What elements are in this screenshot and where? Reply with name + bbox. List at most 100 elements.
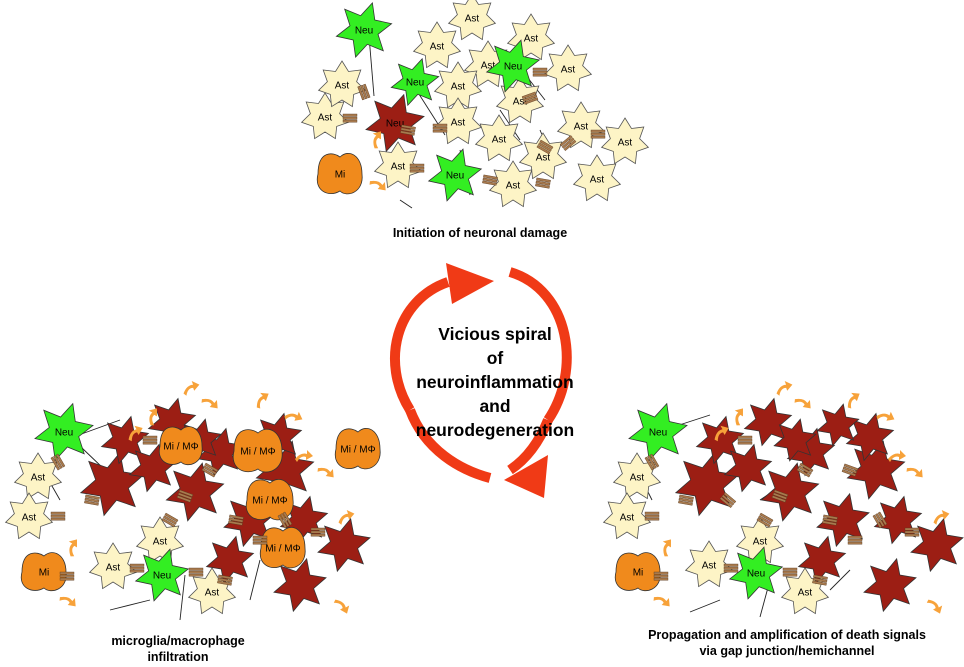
release-arrow-icon [148, 408, 157, 426]
damaged-neuron-icon [723, 443, 773, 493]
release-arrow-icon [906, 467, 923, 478]
microglia-icon [334, 428, 381, 470]
microglia-icon [316, 153, 363, 195]
gap-junction-icon [59, 571, 75, 581]
release-arrow-icon [338, 509, 355, 525]
release-arrow-icon [369, 180, 386, 191]
damaged-neuron-icon [816, 492, 870, 548]
damaged-neuron-icon [816, 403, 860, 447]
process-line [829, 569, 851, 591]
astrocyte-icon [433, 97, 483, 145]
astrocyte-label: Ast [630, 473, 645, 484]
gap-junction-icon [782, 567, 798, 577]
astrocyte-icon [602, 492, 652, 540]
astrocyte-label: Ast [31, 473, 46, 484]
astrocyte-icon [684, 540, 734, 588]
gap-junction-icon [771, 489, 789, 503]
neuron-icon [134, 548, 190, 602]
gap-junction-icon [644, 511, 660, 521]
center-line-5: neurodegeneration [416, 420, 575, 440]
damaged-neuron-icon [743, 397, 793, 447]
release-arrow-icon [256, 392, 269, 409]
microglia-label: Mi [335, 170, 346, 181]
damaged-neuron-icon [910, 517, 964, 573]
release-arrow-icon [295, 450, 313, 462]
process-line [399, 199, 413, 209]
gap-junction-icon [841, 463, 859, 477]
cycle-arrow-bottom [508, 267, 572, 423]
neuron-label: Neu [406, 78, 424, 89]
gap-junction-icon [228, 514, 244, 526]
center-line-2: of [487, 348, 504, 368]
neuron-label: Neu [153, 571, 171, 582]
gap-junction-icon [678, 494, 694, 506]
astrocyte-label: Ast [798, 588, 813, 599]
cycle-arrowhead-bottom [504, 455, 548, 498]
process-line [249, 559, 261, 601]
astrocyte-icon [572, 154, 622, 202]
gap-junction-icon [653, 571, 669, 581]
microglia-macrophage-label: Mi / MΦ [252, 496, 287, 507]
gap-junction-icon [357, 83, 371, 101]
astrocyte-label: Ast [430, 42, 445, 53]
cycle-arrow-left-tail [405, 408, 492, 483]
astrocyte-label: Ast [561, 65, 576, 76]
cycle-arrow-icon [390, 263, 572, 498]
astrocyte-icon [4, 492, 54, 540]
caption-right-line-2: via gap junction/hemichannel [699, 644, 874, 658]
release-arrow-icon [794, 398, 811, 409]
release-arrow-icon [183, 380, 200, 396]
astrocyte-icon [506, 13, 556, 61]
cycle-arrow-right-tail [507, 418, 553, 475]
gap-junction-icon [50, 453, 66, 471]
astrocyte-label: Ast [22, 513, 37, 524]
astrocyte-icon [556, 101, 606, 149]
center-line-3: neuroinflammation [416, 372, 574, 392]
release-arrow-icon [876, 411, 895, 421]
gap-junction-icon [796, 462, 814, 478]
microglia-macrophage-label: Mi / MΦ [240, 447, 275, 458]
microglia-icon [158, 426, 203, 466]
astrocyte-label: Ast [492, 135, 507, 146]
gap-junction-icon [590, 129, 606, 139]
gap-junction-icon [142, 435, 158, 445]
gap-junction-icon [532, 67, 548, 77]
microglia-label: Mi [39, 568, 50, 579]
neuron-icon [485, 39, 541, 93]
gap-junction-icon [129, 563, 145, 573]
gap-junction-icon [161, 512, 179, 528]
gap-junction-icon [217, 574, 233, 586]
astrocyte-label: Ast [620, 513, 635, 524]
release-arrow-icon [372, 131, 381, 149]
release-arrow-icon [128, 425, 143, 442]
astrocyte-icon [135, 516, 185, 564]
astrocyte-label: Ast [335, 81, 350, 92]
astrocyte-icon [412, 21, 462, 69]
gap-junction-icon [535, 177, 551, 189]
neuron-label: Neu [747, 569, 765, 580]
microglia-macrophage-label: Mi / MΦ [340, 445, 375, 456]
astrocyte-icon [543, 44, 593, 92]
release-arrow-icon [776, 380, 793, 396]
caption-right-line-1: Propagation and amplification of death s… [648, 628, 926, 642]
neuron-icon [34, 402, 94, 462]
astrocyte-label: Ast [618, 138, 633, 149]
gap-junction-icon [847, 535, 863, 545]
astrocyte-label: Ast [590, 175, 605, 186]
damaged-neuron-icon [863, 557, 917, 613]
damaged-neuron-icon [317, 517, 371, 573]
damaged-neuron-icon [773, 418, 817, 462]
gap-junction-icon [84, 494, 100, 506]
gap-junction-icon [812, 574, 828, 586]
microglia-icon [232, 428, 283, 473]
astrocyte-label: Ast [513, 97, 528, 108]
release-arrow-icon [284, 411, 303, 421]
gap-junction-icon [50, 511, 66, 521]
center-line-1: Vicious spiral [438, 324, 551, 344]
caption-left-line-1: microglia/macrophage [111, 634, 244, 648]
neuron-icon [728, 546, 784, 600]
gap-junction-icon [756, 512, 774, 528]
release-arrow-icon [888, 450, 906, 462]
release-arrow-icon [662, 539, 671, 557]
